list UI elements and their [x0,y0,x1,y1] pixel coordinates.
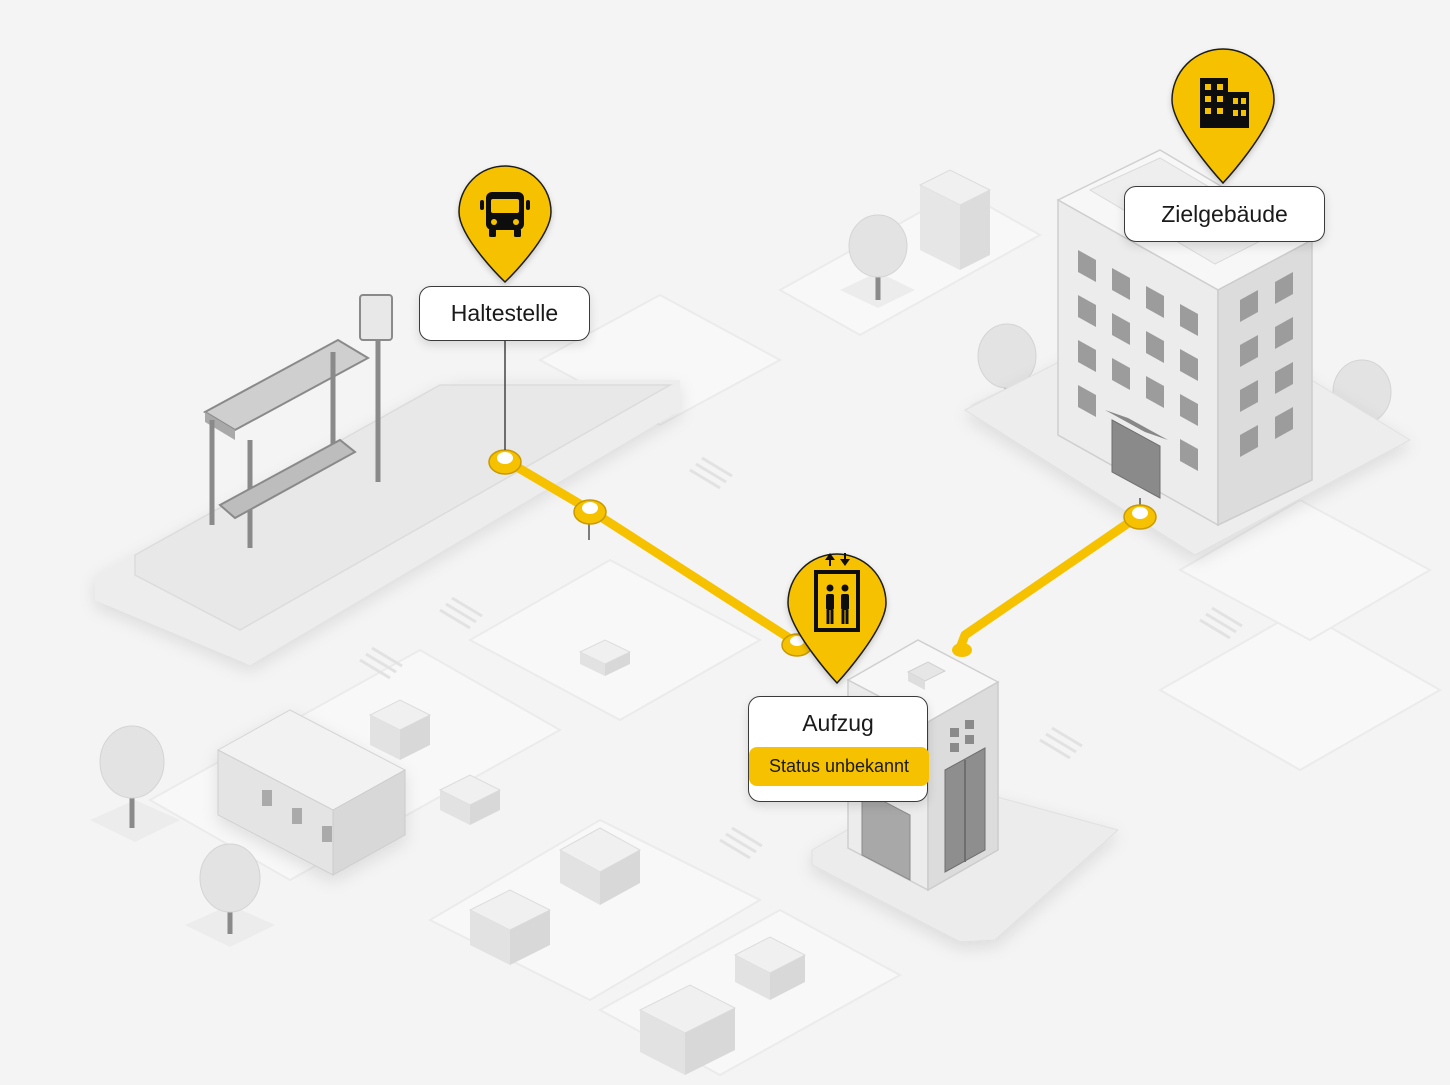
small-blocks [368,169,992,1075]
route-waypoints [488,449,1157,657]
crosswalks [359,456,1243,860]
destination-building [1056,149,1314,527]
row-house [216,709,407,876]
elevator-status-badge: Status unbekannt [749,747,929,786]
destination-label[interactable]: Zielgebäude [1124,186,1325,242]
elevator-pin[interactable] [787,553,887,685]
destination-label-text: Zielgebäude [1161,201,1288,227]
bus-stop-platform [95,380,680,665]
elevator-label[interactable]: Aufzug Status unbekannt [748,696,929,802]
bus-icon [480,192,530,237]
destination-pin[interactable] [1171,48,1275,185]
bus-stop-pin[interactable] [458,165,552,284]
bus-stop-label-text: Haltestelle [450,300,559,326]
bus-stop-label[interactable]: Haltestelle [419,286,590,341]
office-building-icon [1200,78,1249,128]
bus-shelter [202,294,393,548]
elevator-label-text: Aufzug [802,710,874,736]
elevator-icon [814,553,860,632]
